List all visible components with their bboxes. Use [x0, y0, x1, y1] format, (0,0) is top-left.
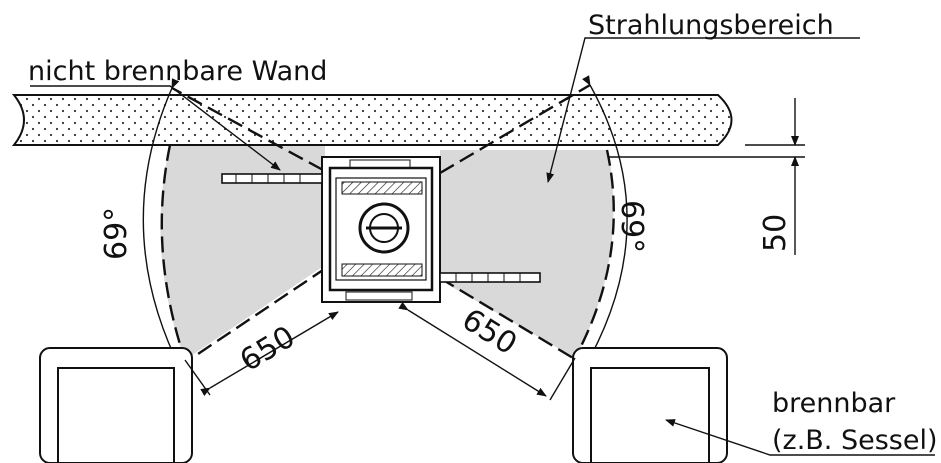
non-combustible-wall — [11, 94, 733, 146]
angle-left-label: 69° — [99, 207, 134, 260]
dimension-line — [184, 301, 576, 401]
angle-arc — [142, 75, 628, 373]
radiation-zone-label: Strahlungsbereich — [588, 10, 834, 41]
leader-line — [30, 37, 935, 456]
stove — [321, 156, 441, 303]
radiation-zone — [160, 145, 325, 360]
flammable-label: brennbar — [772, 388, 896, 419]
gap-dimension — [608, 98, 805, 255]
angle-right-label: 69° — [614, 200, 649, 253]
wall-label: nicht brennbare Wand — [28, 56, 327, 87]
armchair-right — [572, 347, 728, 463]
example-label: (z.B. Sessel) — [772, 425, 938, 456]
distance-left-label: 650 — [234, 319, 301, 378]
radiation-zone — [440, 150, 614, 358]
wall-gap-label: 50 — [758, 214, 793, 252]
stove-rail — [221, 173, 541, 283]
armchair-left — [39, 347, 193, 463]
